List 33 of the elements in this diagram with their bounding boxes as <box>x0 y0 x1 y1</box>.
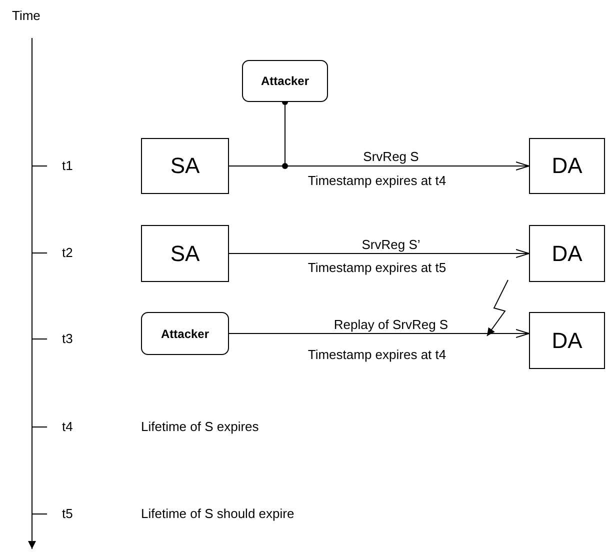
message-arrow <box>228 249 530 258</box>
attacker-box <box>242 60 328 102</box>
time-label: t5 <box>62 506 73 521</box>
message-note: Timestamp expires at t5 <box>308 260 446 275</box>
message-arrow <box>228 162 530 170</box>
event-note: Lifetime of S should expire <box>141 506 294 521</box>
node-label: DA <box>552 240 582 266</box>
edge-label: Replay of SrvReg S <box>334 316 448 332</box>
message-arrow <box>228 329 530 338</box>
axis-title: Time <box>12 8 40 23</box>
time-label: t4 <box>62 419 73 434</box>
lightning-arrow <box>486 280 508 336</box>
agent-box <box>141 138 229 194</box>
event-note: Lifetime of S expires <box>141 419 259 434</box>
message-note: Timestamp expires at t4 <box>308 347 446 362</box>
node-label: DA <box>552 153 582 179</box>
edge-label: SrvReg S’ <box>362 236 420 252</box>
agent-box <box>529 312 605 369</box>
agent-box <box>529 138 605 194</box>
agent-box <box>529 225 605 282</box>
message-note: Timestamp expires at t4 <box>308 173 446 188</box>
tap-line <box>282 99 288 169</box>
edge-label: SrvReg S <box>363 149 419 164</box>
attacker-box <box>141 312 229 355</box>
time-label: t1 <box>62 158 73 173</box>
node-label: SA <box>170 153 200 179</box>
node-label: SA <box>170 240 200 266</box>
node-label: Attacker <box>260 74 310 88</box>
node-label: Attacker <box>160 326 210 340</box>
time-label: t2 <box>62 245 73 260</box>
agent-box <box>141 225 229 282</box>
time-label: t3 <box>62 331 73 346</box>
node-label: DA <box>552 328 582 354</box>
